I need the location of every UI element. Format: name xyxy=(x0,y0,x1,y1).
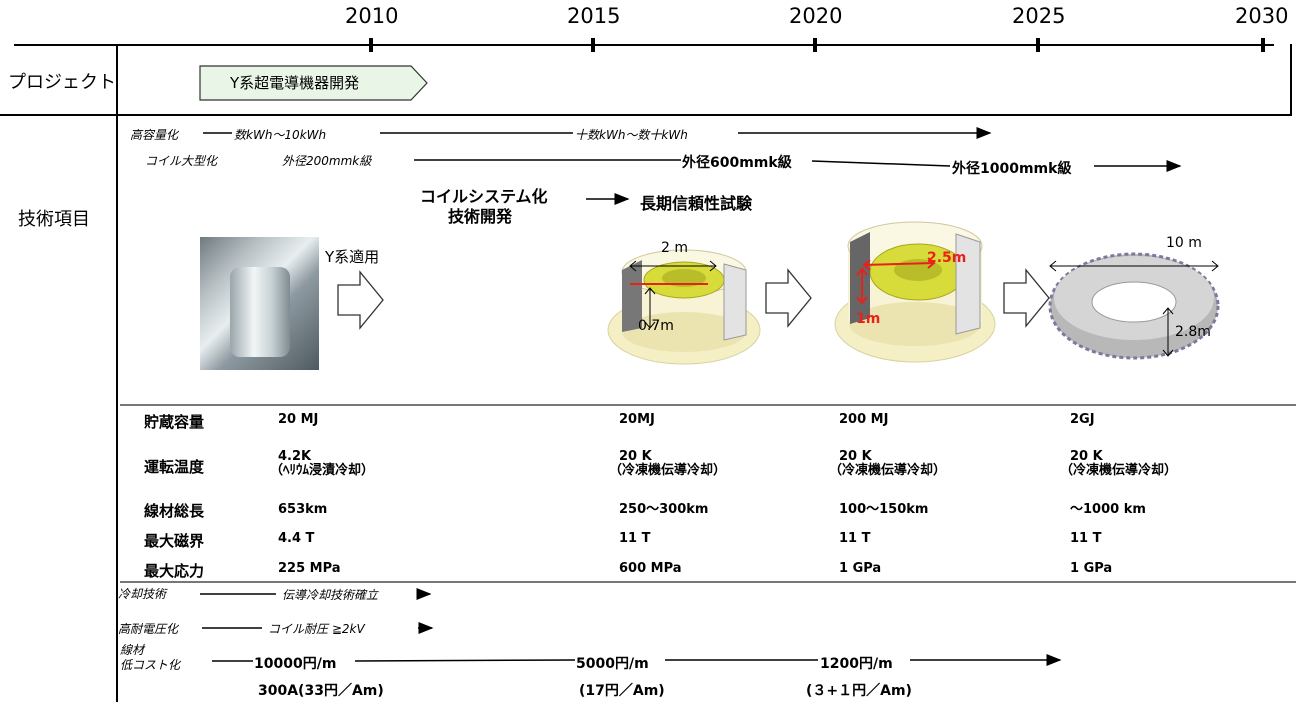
row-divider xyxy=(0,114,1292,116)
spec-col4-storage: 2GJ xyxy=(1070,412,1095,427)
spec-col4-stress: 1 GPa xyxy=(1070,561,1113,576)
cooling-text: 伝導冷却技術確立 xyxy=(282,588,379,602)
wire-label: 線材 xyxy=(120,643,145,657)
spec-label-max-stress: 最大応力 xyxy=(144,562,205,580)
coil-illustration-2-5m xyxy=(834,221,996,363)
voltage-text: コイル耐圧 ≧2kV xyxy=(268,622,365,636)
year-2020: 2020 xyxy=(789,4,843,28)
spec-col4-field: 11 T xyxy=(1070,531,1102,546)
spec-bottom-divider xyxy=(120,581,1296,583)
cooling-label: 冷却技術 xyxy=(118,587,167,601)
project-bar xyxy=(199,65,428,101)
year-2030: 2030 xyxy=(1235,4,1289,28)
year-2015: 2015 xyxy=(567,4,621,28)
tick-2030 xyxy=(1261,38,1265,52)
spec-col4-cooling: （冷凍機伝導冷却） xyxy=(1060,463,1178,478)
arrow-right-icon xyxy=(1003,268,1050,328)
cost-2015-sub: (17円／Am) xyxy=(579,683,665,699)
y-apply-label: Y系適用 xyxy=(325,248,380,266)
torus-coil-illustration xyxy=(1048,252,1220,360)
spec-col3-storage: 200 MJ xyxy=(839,412,889,427)
coil2-width: 2.5m xyxy=(927,250,967,266)
capacity-start: 数kWh～10kWh xyxy=(234,128,327,142)
torus-width: 10 m xyxy=(1166,235,1202,251)
coil1-width: 2 m xyxy=(661,240,688,256)
spec-label-temperature: 運転温度 xyxy=(144,458,205,476)
spec-col1-storage: 20 MJ xyxy=(278,412,319,427)
torus-height: 2.8m xyxy=(1175,324,1211,340)
label-column-divider xyxy=(116,44,118,702)
spec-col1-cooling: （ﾍﾘｳﾑ浸漬冷却） xyxy=(270,463,375,478)
project-bar-label: Y系超電導機器開発 xyxy=(230,74,360,92)
coil-mid: 外径600mmk級 xyxy=(682,155,792,171)
arrow-right-icon xyxy=(337,270,384,330)
cost-2010-sub: 300A(33円／Am) xyxy=(258,683,384,699)
reliability-test: 長期信頼性試験 xyxy=(640,194,753,213)
spec-col3-field: 11 T xyxy=(839,531,871,546)
cost-2010: 10000円/m xyxy=(254,656,337,672)
row-label-tech: 技術項目 xyxy=(18,209,90,230)
spec-col2-storage: 20MJ xyxy=(619,412,655,427)
spec-col2-cooling: （冷凍機伝導冷却） xyxy=(609,463,727,478)
spec-col3-cooling: （冷凍機伝導冷却） xyxy=(829,463,947,478)
spec-col1-temp: 4.2K xyxy=(278,449,312,464)
spec-col2-temp: 20 K xyxy=(619,449,652,464)
coil-end: 外径1000mmk級 xyxy=(952,161,1072,177)
tick-2010 xyxy=(369,38,373,52)
spec-col1-stress: 225 MPa xyxy=(278,561,341,576)
spec-col4-temp: 20 K xyxy=(1070,449,1103,464)
year-2010: 2010 xyxy=(345,4,399,28)
smes-device-photo xyxy=(200,237,319,370)
tick-2015 xyxy=(591,38,595,52)
spec-col2-stress: 600 MPa xyxy=(619,561,682,576)
coil-start: 外径200mmk級 xyxy=(282,154,372,168)
voltage-label: 高耐電圧化 xyxy=(118,622,179,636)
cost-2015: 5000円/m xyxy=(576,656,649,672)
coil-illustration-2m xyxy=(607,249,761,365)
spec-col3-length: 100～150km xyxy=(839,502,929,517)
spec-top-divider xyxy=(120,404,1296,406)
dimension-marks-coil2 xyxy=(856,257,936,305)
system-dev-line2: 技術開発 xyxy=(448,207,513,226)
cost-2020: 1200円/m xyxy=(820,656,893,672)
spec-label-wire-length: 線材総長 xyxy=(144,502,205,520)
system-dev-line1: コイルシステム化 xyxy=(420,187,548,206)
spec-label-storage: 貯蔵容量 xyxy=(144,413,205,431)
arrow-right-icon xyxy=(765,268,812,328)
spec-col2-length: 250～300km xyxy=(619,502,709,517)
timeline-axis xyxy=(14,44,1274,46)
row-label-project: プロジェクト xyxy=(8,72,116,93)
tick-2025 xyxy=(1036,38,1040,52)
spec-col1-field: 4.4 T xyxy=(278,531,315,546)
spec-col2-field: 11 T xyxy=(619,531,651,546)
capacity-mid: 十数kWh～数十kWh xyxy=(575,128,688,142)
coil-label: コイル大型化 xyxy=(145,154,218,168)
spec-col4-length: ～1000 km xyxy=(1070,502,1146,517)
coil2-height: 1m xyxy=(856,311,881,327)
year-2025: 2025 xyxy=(1012,4,1066,28)
spec-col3-temp: 20 K xyxy=(839,449,872,464)
spec-col1-length: 653km xyxy=(278,502,328,517)
spec-col3-stress: 1 GPa xyxy=(839,561,882,576)
capacity-label: 高容量化 xyxy=(130,128,179,142)
spec-label-max-field: 最大磁界 xyxy=(144,532,205,550)
wire-cost-label: 低コスト化 xyxy=(120,658,181,672)
dimension-marks-coil1 xyxy=(629,260,717,329)
coil1-height: 0.7m xyxy=(638,318,674,334)
cost-2020-sub: (３+１円／Am) xyxy=(806,683,912,699)
tick-2020 xyxy=(813,38,817,52)
table-right-border xyxy=(1290,44,1292,115)
